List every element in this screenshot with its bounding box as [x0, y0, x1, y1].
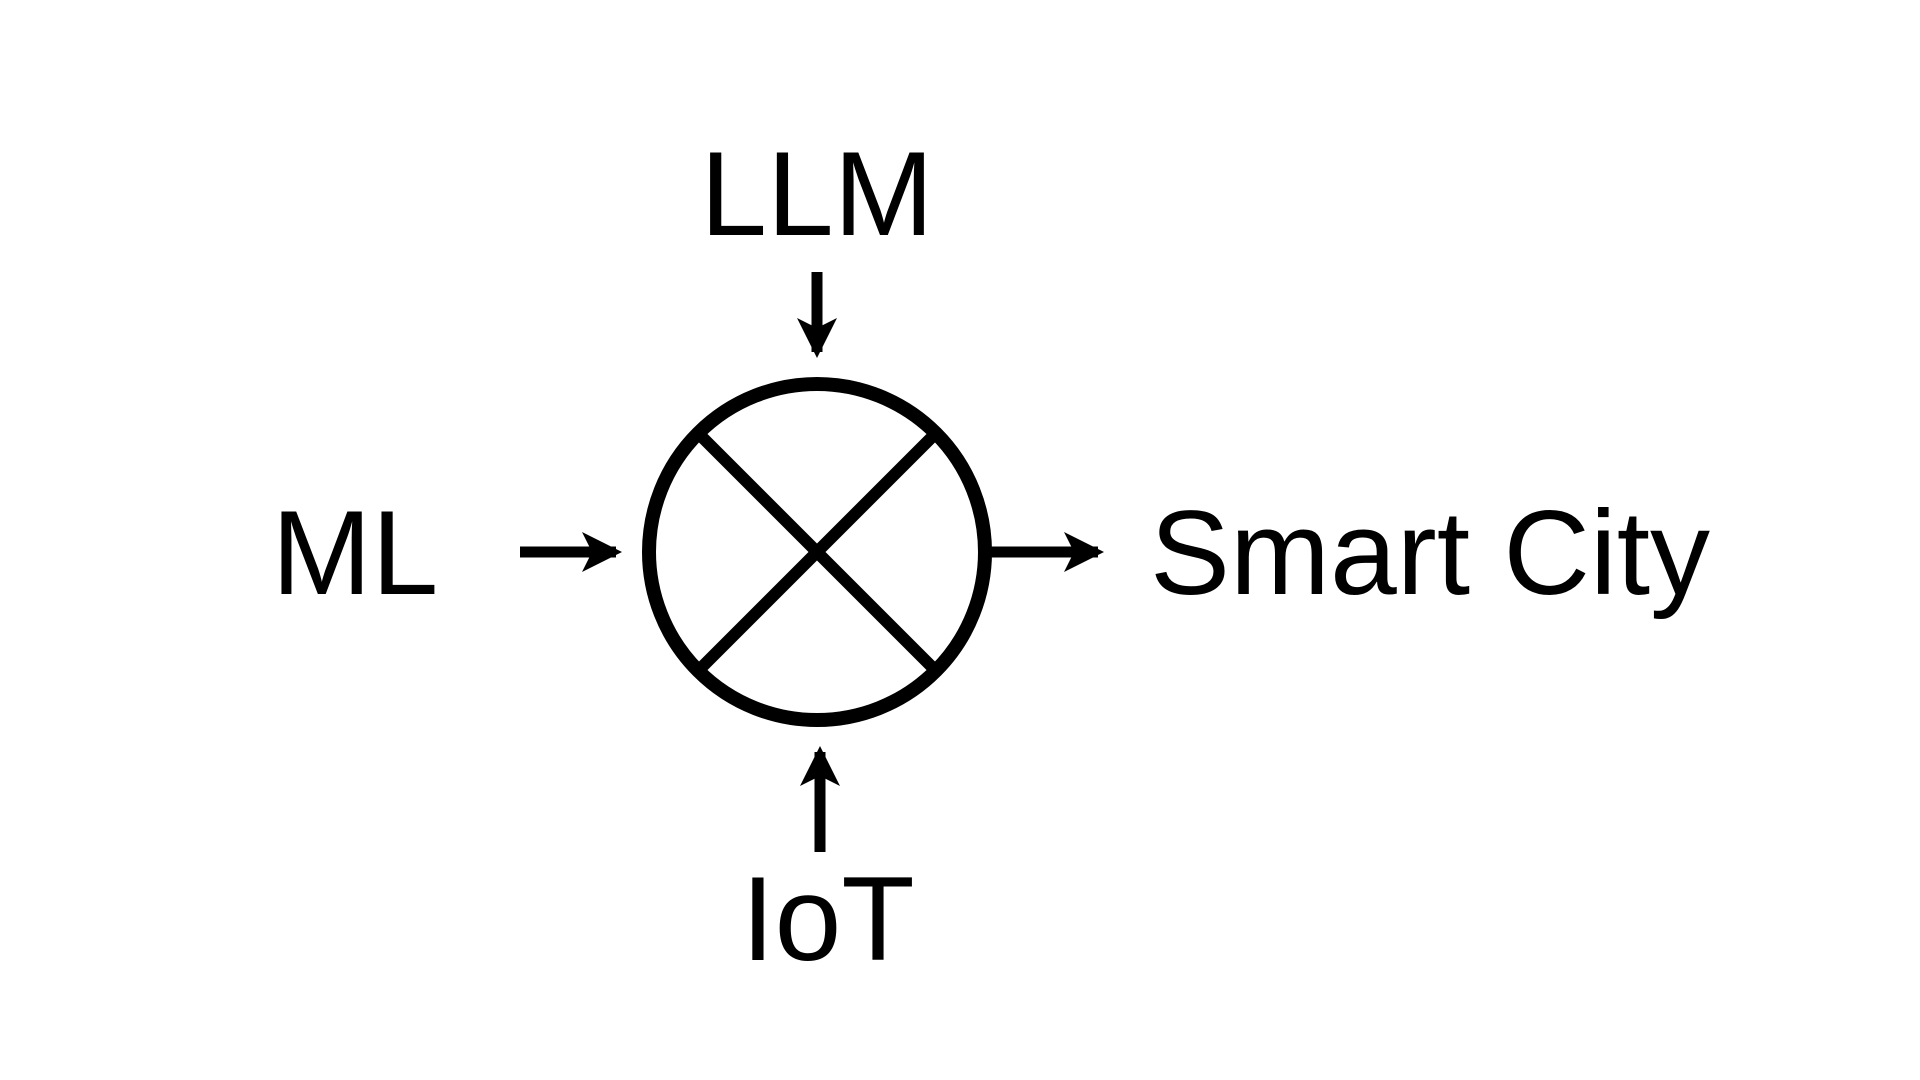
fusion-x-icon [694, 429, 940, 675]
iot-label: IoT [741, 852, 914, 986]
fusion-x-stroke-2 [694, 429, 940, 675]
smart-city-label: Smart City [1150, 486, 1710, 620]
llm-label: LLM [700, 127, 933, 261]
ml-label: ML [272, 486, 439, 620]
